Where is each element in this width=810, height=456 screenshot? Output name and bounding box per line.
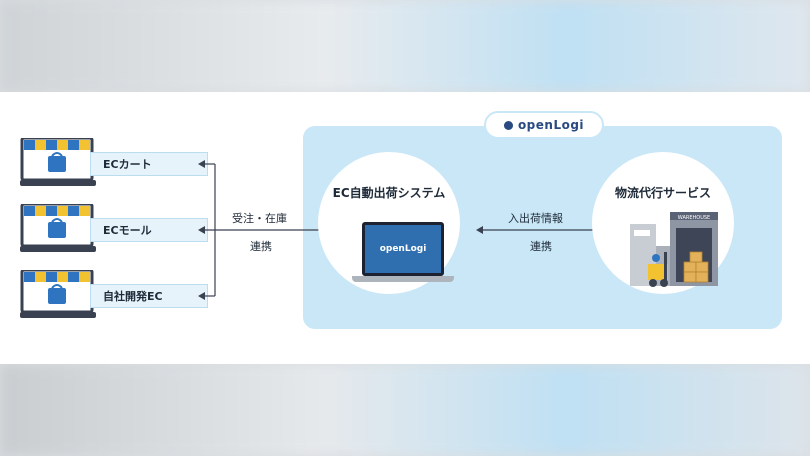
shop-laptop-icon <box>20 138 96 186</box>
warehouse-sign: WAREHOUSE <box>678 215 710 221</box>
arrow-left-icon <box>198 160 205 168</box>
right-link-sublabel: 連携 <box>530 240 552 253</box>
shop-label-text: ECモール <box>103 224 152 237</box>
shop-label-ec-mall: ECモール <box>90 218 208 242</box>
shop-label-ec-cart: ECカート <box>90 152 208 176</box>
arrow-left-icon <box>198 292 205 300</box>
logo-mark-icon <box>503 120 513 130</box>
shop-label-text: ECカート <box>103 158 152 171</box>
shop-label-own-ec: 自社開発EC <box>90 284 208 308</box>
left-link-sublabel: 連携 <box>250 240 272 253</box>
laptop-screen: openLogi <box>362 222 444 276</box>
arrow-left-icon <box>476 226 483 234</box>
arrow-left-icon <box>198 226 205 234</box>
system-title: EC自動出荷システム <box>332 186 446 200</box>
left-link-label: 受注・在庫 <box>232 212 287 225</box>
logo-text: openLogi <box>517 118 585 132</box>
screen-logo: openLogi <box>379 244 427 254</box>
blurred-backdrop-bottom <box>0 364 810 456</box>
right-link-label: 入出荷情報 <box>508 212 563 225</box>
laptop-base <box>352 276 454 282</box>
shop-label-text: 自社開発EC <box>103 290 163 303</box>
warehouse-icon: WAREHOUSE <box>630 212 718 287</box>
service-title: 物流代行サービス <box>614 186 711 200</box>
blurred-backdrop-top <box>0 0 810 92</box>
shop-laptop-icon <box>20 204 96 252</box>
openlogi-logo: openLogi <box>484 111 604 139</box>
